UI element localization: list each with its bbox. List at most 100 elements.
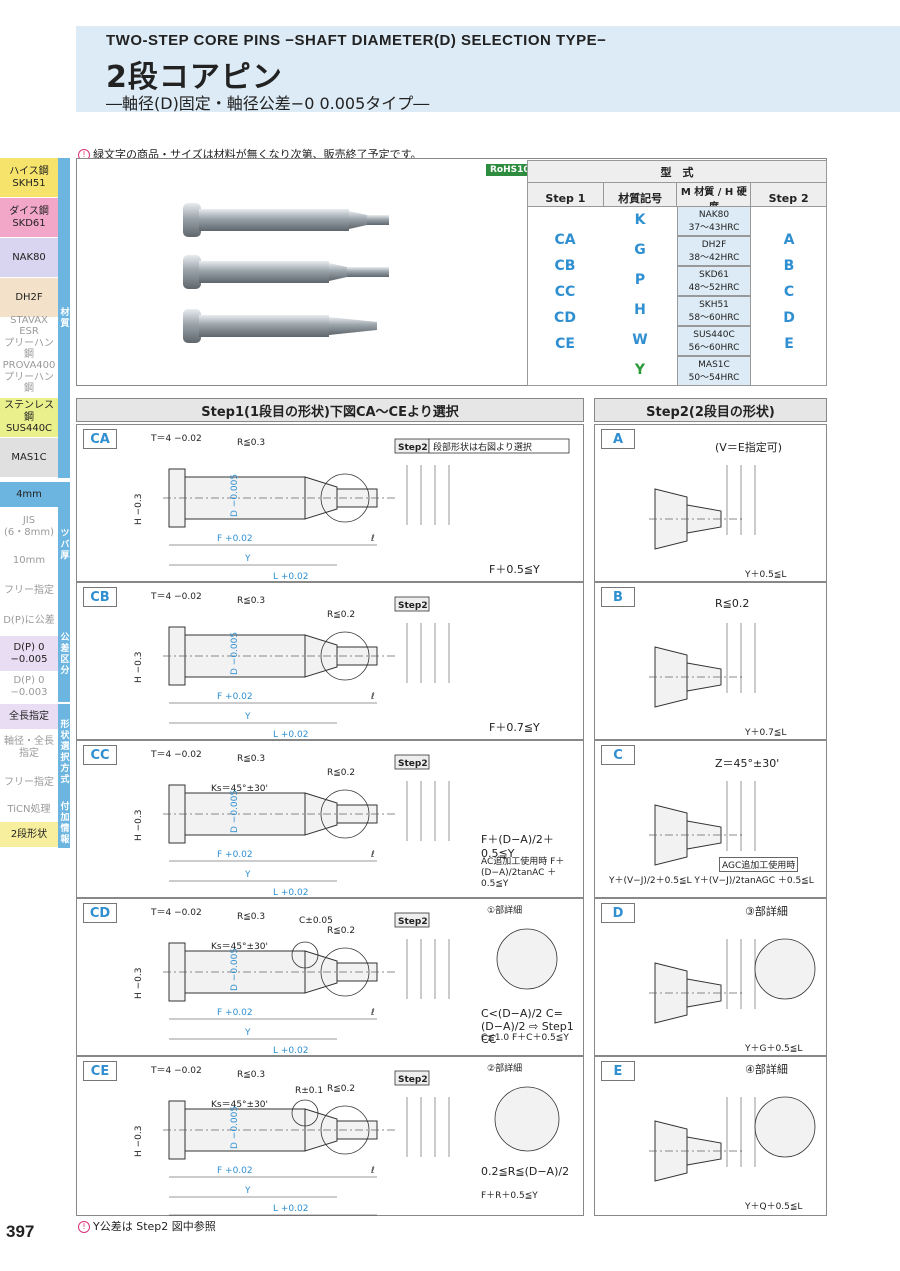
dim-label: Step2: [398, 917, 428, 927]
sidebar-tab[interactable]: フリー指定: [0, 766, 58, 800]
drawing-c: [649, 781, 756, 866]
step1-code: CB: [554, 258, 576, 274]
dim-label: F +0.02: [217, 534, 253, 544]
dim-label: R≦0.2: [327, 768, 355, 778]
dim-label: H −0.3: [134, 810, 144, 841]
dim-label: C±0.05: [299, 916, 333, 926]
spec-title: 型 式: [527, 160, 827, 183]
dim-label: Step2: [398, 601, 428, 611]
agc-note: AGC追加工使用時: [719, 857, 799, 872]
dim-label: H −0.3: [134, 494, 144, 525]
dim-label: H −0.3: [134, 1126, 144, 1157]
material-code: G: [634, 242, 646, 258]
condition-formula: Y＋0.5≦L: [745, 570, 787, 580]
sidebar-tab[interactable]: 軸径・全長 指定: [0, 730, 58, 766]
sidebar-tab[interactable]: フリー指定: [0, 576, 58, 606]
dim-label: D −0.005: [230, 632, 240, 675]
condition-extra: F＋R＋0.5≦Y: [481, 1191, 538, 1201]
type-code-label[interactable]: CE: [83, 1061, 117, 1081]
type-code-label[interactable]: CC: [83, 745, 117, 765]
dim-label: R≦0.3: [237, 596, 265, 606]
sidebar-tab[interactable]: PROVA400 プリーハン鋼: [0, 358, 58, 398]
type-code-label[interactable]: E: [601, 1061, 635, 1081]
sidebar-tab[interactable]: D(P) 0 −0.005: [0, 636, 58, 672]
sidebar-tab[interactable]: D(P) 0 −0.003: [0, 672, 58, 702]
sidebar-group-label: ツバ厚: [58, 482, 70, 606]
sidebar-tab[interactable]: DH2F: [0, 278, 58, 318]
dim-label: ℓ: [370, 534, 375, 544]
dim-label: D −0.005: [230, 474, 240, 517]
sidebar-tab[interactable]: NAK80: [0, 238, 58, 278]
dim-label: F +0.02: [217, 1008, 253, 1018]
pin-photo-3: [183, 309, 377, 343]
dim-label: F +0.02: [217, 692, 253, 702]
dim-label: Ks＝45°±30': [211, 784, 268, 794]
dim-label: Step2: [398, 759, 428, 769]
dim-label: ②部詳細: [487, 1062, 522, 1074]
type-code-label[interactable]: CA: [83, 429, 117, 449]
dim-label: L +0.02: [273, 572, 308, 582]
sidebar-tab[interactable]: 4mm: [0, 482, 58, 508]
step2-tag: [394, 1070, 430, 1086]
dim-label: ℓ: [370, 1008, 375, 1018]
condition-formula: Y＋Q＋0.5≦L: [745, 1202, 803, 1212]
type-code-label[interactable]: A: [601, 429, 635, 449]
dim-label: Y: [244, 1028, 251, 1038]
sidebar-tab[interactable]: ハイス鋼 SKH51: [0, 158, 58, 198]
sidebar-group-label: 形状選択方式: [58, 704, 70, 800]
condition-formula: Y＋G＋0.5≦L: [745, 1044, 803, 1054]
sidebar-tab[interactable]: D(P)に公差: [0, 606, 58, 636]
dim-label: R≦0.2: [327, 926, 355, 936]
sidebar-tab[interactable]: JIS (6・8mm): [0, 508, 58, 546]
material-hardness: 38〜42HRC: [688, 253, 740, 263]
dim-label: R±0.1: [295, 1086, 323, 1096]
dim-label: R≦0.3: [237, 438, 265, 448]
type-code-label[interactable]: C: [601, 745, 635, 765]
material-name: SKH51: [699, 300, 729, 310]
dim-label: D −0.005: [230, 790, 240, 833]
type-note: R≦0.2: [715, 597, 750, 610]
sidebar-tab[interactable]: MAS1C: [0, 438, 58, 478]
material-code: Y: [634, 362, 646, 378]
sidebar-tab[interactable]: TiCN処理: [0, 798, 58, 822]
dim-label: L +0.02: [273, 730, 308, 740]
step1-code: CE: [555, 336, 575, 352]
dim-label: Y: [244, 870, 251, 880]
sidebar-tab[interactable]: ダイス鋼 SKD61: [0, 198, 58, 238]
type-code-label[interactable]: D: [601, 903, 635, 923]
type-note: ③部詳細: [745, 905, 788, 918]
footer-note: !Y公差は Step2 図中参照: [78, 1218, 216, 1234]
sidebar-tab[interactable]: ステンレス鋼 SUS440C: [0, 398, 58, 438]
step2-tag: [394, 754, 430, 770]
point-icon: !: [78, 1221, 90, 1233]
step2-note-box: [428, 438, 570, 454]
pin-drawing: [163, 465, 450, 584]
type-code-label[interactable]: CB: [83, 587, 117, 607]
step2-tag: [394, 596, 430, 612]
step1-code: CC: [554, 284, 576, 300]
dim-label: T＝4 −0.02: [150, 908, 202, 918]
type-code-label[interactable]: CD: [83, 903, 117, 923]
material-hardness: 50〜54HRC: [688, 373, 740, 383]
condition-extra: AC追加工使用時 F＋(D−A)/2tanAC ＋0.5≦Y: [481, 857, 565, 889]
sidebar-tab[interactable]: 全長指定: [0, 704, 58, 730]
condition-extra: C≦1.0 F＋C＋0.5≦Y: [481, 1033, 569, 1043]
sidebar-tab[interactable]: 10mm: [0, 546, 58, 576]
condition-formula: F＋0.5≦Y: [489, 563, 540, 576]
sidebar-tab[interactable]: STAVAX ESR プリーハン鋼: [0, 315, 58, 360]
dim-label: R≦0.3: [237, 754, 265, 764]
sidebar-group-label: 材質: [58, 158, 70, 478]
material-name: MAS1C: [698, 360, 730, 370]
type-code-label[interactable]: B: [601, 587, 635, 607]
sidebar-tab[interactable]: 2段形状: [0, 822, 58, 848]
